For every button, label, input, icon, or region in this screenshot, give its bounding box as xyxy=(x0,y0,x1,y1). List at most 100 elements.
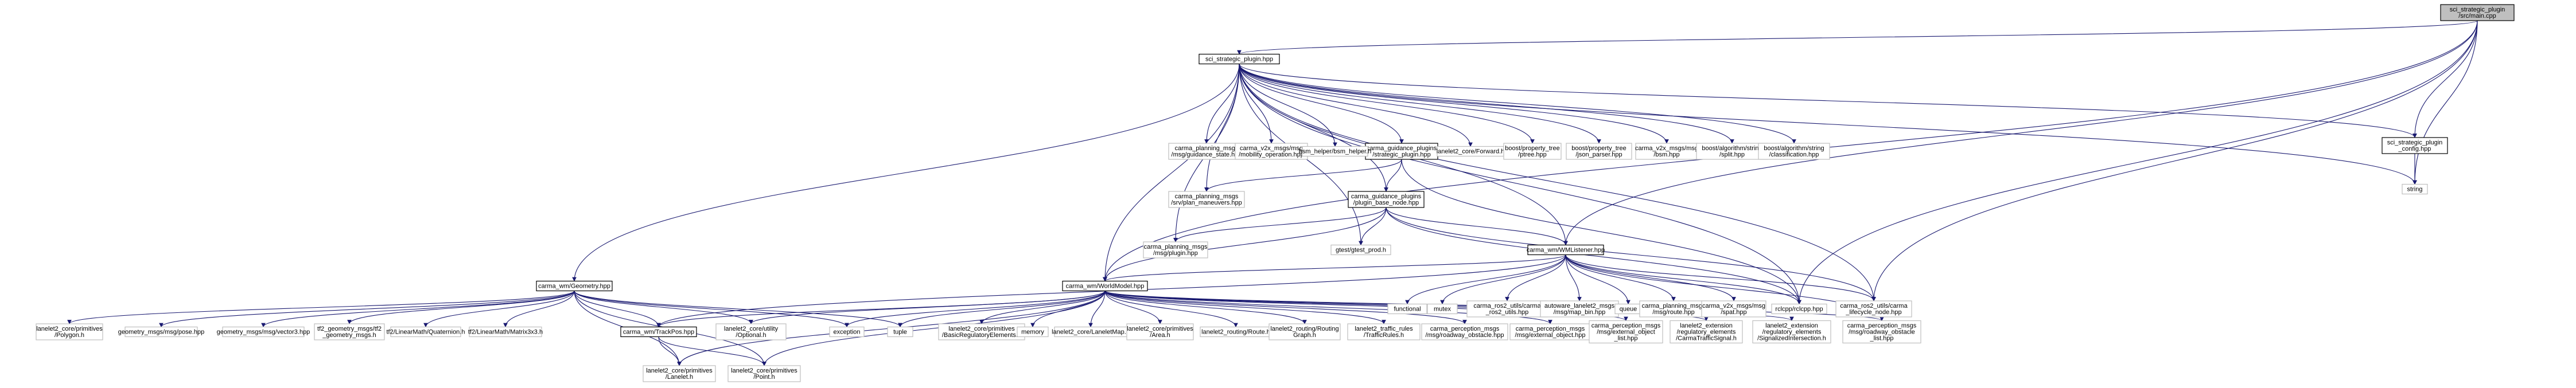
node-label-line: functional xyxy=(1394,306,1421,313)
edge-wml-to-functional xyxy=(1405,254,1566,305)
node-box xyxy=(2382,137,2448,154)
node-bsm[interactable]: bsm_helper/bsm_helper.h xyxy=(1299,146,1372,157)
node-jp[interactable]: boost/property_tree/json_parser.hpp xyxy=(1566,143,1632,160)
node-tuple[interactable]: tuple xyxy=(887,326,913,338)
node-si[interactable]: lanelet2_extension/regulatory_elements/S… xyxy=(1752,320,1831,344)
node-box xyxy=(1348,191,1425,208)
edge-sp-to-rclcpp xyxy=(1401,159,1801,305)
edge-geom-to-quat xyxy=(423,291,575,328)
node-spat[interactable]: carma_v2x_msgs/msg/spat.hpp xyxy=(1701,300,1766,318)
node-box xyxy=(1635,143,1698,160)
node-label-line: carma_v2x_msgs/msg xyxy=(1240,145,1303,152)
node-traffic[interactable]: lanelet2_traffic_rules/TrafficRules.h xyxy=(1347,323,1421,340)
node-memory[interactable]: memory xyxy=(1017,326,1049,338)
node-box xyxy=(1347,323,1421,340)
node-box xyxy=(1771,303,1827,315)
node-label-line: _ros2_utils.hpp xyxy=(1485,309,1529,316)
node-rwo[interactable]: carma_perception_msgs/msg/roadway_obstac… xyxy=(1421,323,1508,340)
node-wml[interactable]: carma_wm/WMListener.hpp xyxy=(1527,244,1605,256)
node-box xyxy=(643,365,716,382)
node-label-line: lanelet2_routing/Route.h xyxy=(1201,329,1270,336)
node-gs[interactable]: carma_planning_msgs/msg/guidance_state.h… xyxy=(1168,143,1245,160)
node-vec3[interactable]: geometry_msgs/msg/vector3.hpp xyxy=(217,326,310,338)
node-bsmmsg[interactable]: carma_v2x_msgs/msg/bsm.hpp xyxy=(1635,143,1698,160)
node-pt[interactable]: boost/property_tree/ptree.hpp xyxy=(1503,143,1562,160)
edge-plugin-to-mo xyxy=(1239,64,1274,144)
node-mat[interactable]: tf2/LinearMath/Matrix3x3.h xyxy=(468,326,543,338)
node-split[interactable]: boost/algorithm/string/split.hpp xyxy=(1696,143,1768,160)
node-optional[interactable]: lanelet2_core/utility/Optional.h xyxy=(715,323,787,340)
node-box xyxy=(1835,300,1912,318)
node-eo[interactable]: carma_perception_msgs/msg/external_objec… xyxy=(1509,323,1591,340)
node-rwol[interactable]: carma_perception_msgs/msg/roadway_obstac… xyxy=(1842,320,1921,344)
node-queue[interactable]: queue xyxy=(1614,303,1642,315)
node-area[interactable]: lanelet2_core/primitives/Area.h xyxy=(1126,323,1194,340)
node-llmap[interactable]: lanelet2_core/LaneletMap.h xyxy=(1052,326,1130,338)
edge-root-to-wml xyxy=(1563,20,2478,246)
node-autoware[interactable]: autoware_lanelet2_msgs/msg/map_bin.hpp xyxy=(1540,300,1619,318)
node-route[interactable]: carma_planning_msgs/msg/route.hpp xyxy=(1639,300,1708,318)
node-label-line: lanelet2_core/LaneletMap.h xyxy=(1052,329,1130,336)
node-label-line: rclcpp/rclcpp.hpp xyxy=(1775,306,1823,313)
edge-pbn-to-rclcpp xyxy=(1386,207,1801,305)
edge-root-to-cfg xyxy=(2412,20,2478,138)
node-bre[interactable]: lanelet2_core/primitives/BasicRegulatory… xyxy=(938,323,1025,340)
node-label-line: tf2/LinearMath/Matrix3x3.h xyxy=(468,329,543,336)
node-exception[interactable]: exception xyxy=(829,326,865,338)
edge-trackpos-to-point xyxy=(658,336,766,366)
node-string[interactable]: string xyxy=(2402,183,2428,195)
node-cfg[interactable]: sci_strategic_plugin_config.hpp xyxy=(2382,137,2448,154)
edge-wml-to-queue xyxy=(1565,254,1631,305)
node-quat[interactable]: tf2/LinearMath/Quaternion.h xyxy=(387,326,465,338)
node-label-line: lanelet2_core/primitives xyxy=(1127,326,1193,332)
node-sp[interactable]: carma_guidance_plugins/strategic_plugin.… xyxy=(1365,143,1438,160)
node-srv[interactable]: carma_planning_msgs/srv/plan_maneuvers.h… xyxy=(1168,191,1245,208)
node-box xyxy=(1503,143,1562,160)
edge-wm-to-tuple xyxy=(898,291,1106,328)
edge-sp-to-srv xyxy=(1204,159,1402,192)
node-label-line: lanelet2_extension xyxy=(1680,323,1733,330)
node-pose[interactable]: geometry_msgs/msg/pose.hpp xyxy=(118,326,204,338)
node-trackpos[interactable]: carma_wm/TrackPos.hpp xyxy=(620,326,697,338)
node-mutex[interactable]: mutex xyxy=(1427,303,1458,315)
node-fwd[interactable]: lanelet2_core/Forward.h xyxy=(1437,146,1505,157)
node-label-line: _list.hpp xyxy=(1614,335,1638,342)
node-box xyxy=(1752,320,1831,344)
edge-wm-to-rgraph xyxy=(1104,291,1307,324)
node-box xyxy=(1758,143,1830,160)
edge-wm-to-eo xyxy=(1104,291,1552,324)
node-functional[interactable]: functional xyxy=(1387,303,1427,315)
edge-plugin-to-pt xyxy=(1239,64,1535,144)
node-gest[interactable]: gtest/gtest_prod.h xyxy=(1330,244,1391,256)
node-label-line: carma_v2x_msgs/msg xyxy=(1635,145,1698,152)
edge-wml-to-autoware xyxy=(1565,254,1582,301)
node-geom[interactable]: carma_wm/Geometry.hpp xyxy=(536,280,613,292)
node-point[interactable]: lanelet2_core/primitives/Point.h xyxy=(727,365,801,382)
node-r2u[interactable]: carma_ros2_utils/carma_ros2_utils.hpp xyxy=(1466,300,1548,318)
node-classif[interactable]: boost/algorithm/string/classification.hp… xyxy=(1758,143,1830,160)
node-rroute[interactable]: lanelet2_routing/Route.h xyxy=(1200,326,1272,338)
node-wm[interactable]: carma_wm/WorldModel.hpp xyxy=(1062,280,1148,292)
node-lanelet[interactable]: lanelet2_core/primitives/Lanelet.h xyxy=(643,365,716,382)
node-label-line: string xyxy=(2407,186,2423,193)
node-label-line: carma_perception_msgs xyxy=(1847,323,1917,330)
node-mo[interactable]: carma_v2x_msgs/msg/mobility_operation.hp… xyxy=(1235,143,1308,160)
node-tf2[interactable]: tf2_geometry_msgs/tf2_geometry_msgs.h xyxy=(314,323,385,340)
node-eol[interactable]: carma_perception_msgs/msg/external_objec… xyxy=(1589,320,1663,344)
node-polygon[interactable]: lanelet2_core/primitives/Polygon.h xyxy=(36,323,103,340)
node-rclcpp[interactable]: rclcpp/rclcpp.hpp xyxy=(1771,303,1827,315)
node-label-line: tuple xyxy=(893,329,907,336)
node-cts[interactable]: lanelet2_extension/regulatory_elements/C… xyxy=(1670,320,1743,344)
node-root[interactable]: sci_strategic_plugin/src/main.cpp xyxy=(2440,4,2515,21)
edge-geom-to-mat xyxy=(503,291,575,328)
node-lcnode[interactable]: carma_ros2_utils/carma_lifecycle_node.hp… xyxy=(1835,300,1912,318)
node-label-line: /BasicRegulatoryElements.h xyxy=(942,332,1021,339)
node-label-line: /classification.hpp xyxy=(1769,151,1819,158)
node-plugmsg[interactable]: carma_planning_msgs/msg/plugin.hpp xyxy=(1143,241,1208,258)
node-pbn[interactable]: carma_guidance_plugins/plugin_base_node.… xyxy=(1348,191,1425,208)
node-label-line: exception xyxy=(833,329,860,336)
node-label-line: boost/property_tree xyxy=(1505,145,1559,152)
edge-wm-to-area xyxy=(1104,291,1162,324)
node-plugin[interactable]: sci_strategic_plugin.hpp xyxy=(1198,53,1280,65)
